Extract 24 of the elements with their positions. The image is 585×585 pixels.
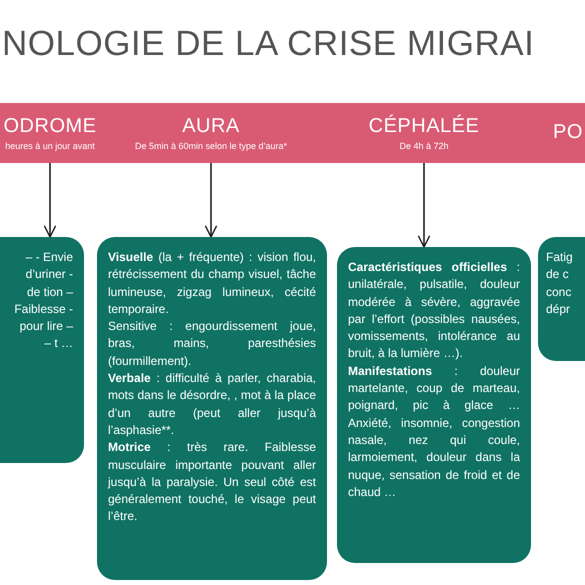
phase-duration: heures à un jour avant	[5, 141, 95, 151]
phase-duration: De 5min à 60min selon le type d’aura*	[134, 141, 288, 151]
description-text: Sensitive : engourdissement joue, bras, mains, paresthésies (fourmillement).	[108, 318, 316, 370]
phase-title: CÉPHALÉE	[368, 115, 480, 138]
phase-title: ODROME	[4, 115, 96, 138]
info-card	[0, 237, 84, 463]
arrow	[44, 163, 56, 238]
arrow	[418, 163, 430, 248]
description-text: – - Envie d’uriner - de tion – Faiblesse - pour lire – – t …	[13, 249, 73, 352]
info-card	[97, 237, 327, 580]
description-text: Fatig de c conc dépr	[546, 249, 574, 318]
description-text: Motrice : très rare. Faiblesse musculaire importante pouvant aller jusqu’à la paralysie. Un seul côté est généralement touché, le visage peut l’être.	[108, 439, 316, 526]
header-band	[0, 103, 585, 163]
description-text: Verbale : difficulté à parler, charabia, mots dans le désordre, , mot à la place d’un autre (peut aller jusqu’à l’asphasie**.	[108, 370, 316, 439]
diagram-title: NOLOGIE DE LA CRISE MIGRAI	[2, 24, 534, 64]
description-text: Caractéristiques officielles : unilatérale, pulsatile, douleur modérée à sévère, aggravée par l’effort (possibles nausées, vomissements, intolérance au bruit, à la lumière …).	[348, 259, 520, 362]
info-card	[538, 237, 585, 361]
phase-title: AURA	[182, 115, 240, 138]
description-text: Manifestations : douleur martelante, coup de marteau, poignard, pic à glace … Anxiété, insomnie, congestion nasale, nez qui coule, larmoiement, douleur dans la nuque, sensation de froid et de chaud …	[348, 362, 520, 501]
phase-duration: De 4h à 72h	[399, 141, 449, 151]
arrow	[204, 163, 218, 238]
phase-title: PO	[553, 121, 583, 144]
description-text: Visuelle (la + fréquente) : vision flou, rétrécissement du champ visuel, tâche lumineuse, zigzag lumineux, cécité temporaire.	[108, 249, 316, 318]
info-card	[337, 247, 531, 563]
